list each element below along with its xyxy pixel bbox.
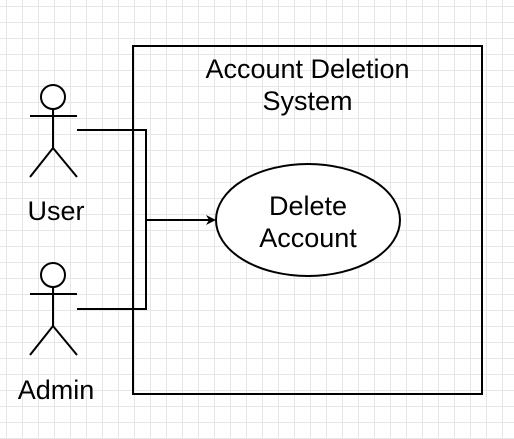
actor-user-figure[interactable] — [29, 84, 78, 178]
use-case-delete-account[interactable] — [215, 163, 401, 277]
actor-user-label: User — [27, 196, 85, 226]
use-case-label: Delete Account — [216, 190, 400, 254]
actor-admin-figure[interactable] — [29, 262, 78, 356]
use-case-label-line-2: Account — [259, 223, 357, 253]
connector-user[interactable] — [77, 129, 147, 220]
actor-admin-label: Admin — [17, 375, 95, 405]
system-title: Account Deletion System — [133, 53, 482, 117]
system-title-line-1: Account Deletion — [205, 54, 410, 84]
system-title-line-2: System — [262, 86, 353, 116]
use-case-label-line-1: Delete — [268, 191, 348, 221]
connector-admin[interactable] — [77, 220, 147, 310]
system-boundary[interactable] — [132, 45, 483, 395]
